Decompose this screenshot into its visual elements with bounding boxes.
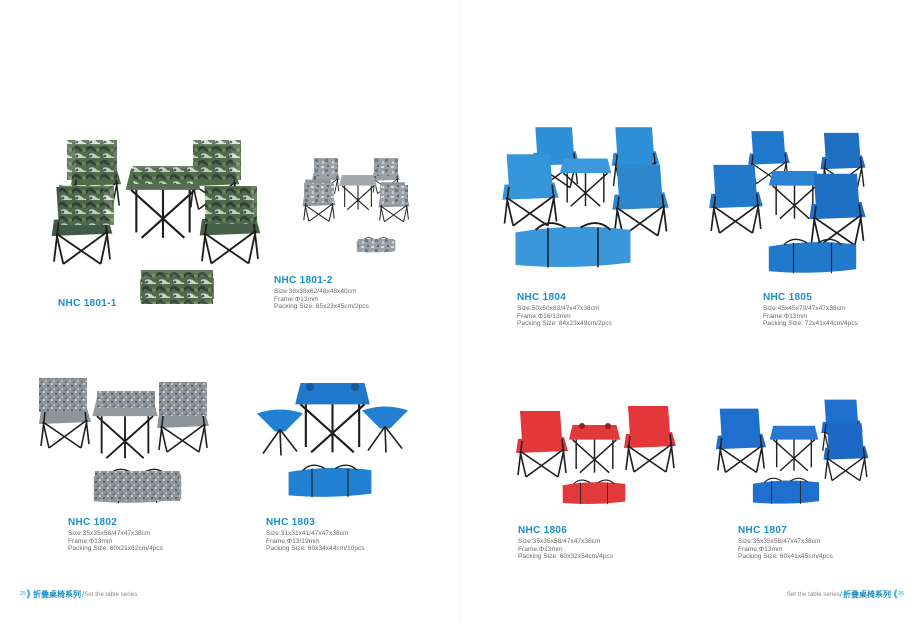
footer-right: Set the table series / 折叠桌椅系列 26 bbox=[787, 586, 908, 602]
spec-size: Size:31x31x41/47x47x38cm bbox=[266, 530, 349, 537]
spec-frame: Frame:Φ16/13mm bbox=[517, 312, 571, 320]
spec-frame: Frame:Φ13mm bbox=[738, 545, 783, 553]
spec-size: Size:35x35x58/47x47x38cm bbox=[738, 538, 821, 545]
spec-frame: Frame:Φ13mm bbox=[518, 545, 563, 553]
product-info-nhc-1802: NHC 1802 Size:35x35x58/47x47x38cm Frame:… bbox=[68, 517, 163, 553]
model-number: NHC 1801-2 bbox=[274, 275, 333, 286]
spec-packing: Packing Size: 60x21x62cm/4pcs bbox=[68, 545, 163, 553]
page-arc-icon bbox=[894, 587, 908, 601]
product-image-nhc-1807 bbox=[712, 395, 872, 510]
series-title-en: Set the table series bbox=[84, 590, 138, 598]
page-number-badge-left: 25 bbox=[16, 587, 30, 601]
page-number: 25 bbox=[19, 591, 27, 597]
product-info-nhc-1807: NHC 1807 Size:35x35x58/47x47x38cm Frame:… bbox=[738, 525, 833, 561]
model-number: NHC 1803 bbox=[266, 517, 316, 528]
spec-packing: Packing Size: 60x34x44cm/10pcs bbox=[266, 545, 365, 553]
model-number: NHC 1804 bbox=[517, 292, 567, 303]
page-number: 26 bbox=[897, 591, 905, 597]
spec-frame: Frame:Φ13/19mm bbox=[266, 537, 320, 545]
spec-size: Size:45x45x70/47x47x38cm bbox=[763, 305, 846, 312]
model-number: NHC 1806 bbox=[518, 525, 568, 536]
model-number: NHC 1807 bbox=[738, 525, 788, 536]
series-separator: / bbox=[839, 589, 842, 599]
product-image-nhc-1801-2 bbox=[300, 155, 415, 260]
product-info-nhc-1803: NHC 1803 Size:31x31x41/47x47x38cm Frame:… bbox=[266, 517, 365, 553]
spec-size: Size:35x35x58/47x47x38cm bbox=[518, 538, 601, 545]
product-info-nhc-1805: NHC 1805 Size:45x45x70/47x47x38cm Frame:… bbox=[763, 292, 858, 328]
product-image-nhc-1804 bbox=[498, 120, 678, 275]
product-info-nhc-1801-1: NHC 1801-1 bbox=[58, 298, 117, 311]
spec-frame: Frame:Φ13mm bbox=[68, 537, 113, 545]
model-number: NHC 1805 bbox=[763, 292, 813, 303]
product-image-nhc-1805 bbox=[705, 125, 875, 275]
spec-frame: Frame:Φ13mm bbox=[763, 312, 808, 320]
spec-packing: Packing Size: 72x41x44cm/4pcs bbox=[763, 320, 858, 328]
product-image-nhc-1803 bbox=[255, 375, 410, 500]
spec-packing: Packing Size: 60x41x45cm/4pcs bbox=[738, 553, 833, 561]
product-info-nhc-1804: NHC 1804 Size:50x50x80/47x47x38cm Frame:… bbox=[517, 292, 612, 328]
spec-size: Size:38x38x62/48x48x40cm bbox=[274, 288, 357, 295]
product-image-nhc-1801-1 bbox=[45, 130, 275, 310]
spec-packing: Packing Size: 60x32x54cm/4pcs bbox=[518, 553, 613, 561]
spec-packing: Packing Size: 65x23x45cm/2pcs bbox=[274, 303, 369, 311]
product-image-nhc-1806 bbox=[512, 395, 682, 510]
spec-size: Size:35x35x58/47x47x38cm bbox=[68, 530, 151, 537]
spec-packing: Packing Size: 84x23x49cm/2pcs bbox=[517, 320, 612, 328]
footer-left: 25 折叠桌椅系列 / Set the table series bbox=[16, 586, 137, 602]
model-number: NHC 1802 bbox=[68, 517, 118, 528]
page-number-badge-right: 26 bbox=[894, 587, 908, 601]
series-title-cn: 折叠桌椅系列 bbox=[843, 589, 891, 599]
product-image-nhc-1802 bbox=[35, 375, 225, 510]
product-info-nhc-1801-2: NHC 1801-2 Size:38x38x62/48x48x40cm Fram… bbox=[274, 275, 369, 311]
page-gutter bbox=[459, 0, 461, 623]
model-number: NHC 1801-1 bbox=[58, 298, 117, 309]
spec-size: Size:50x50x80/47x47x38cm bbox=[517, 305, 600, 312]
product-info-nhc-1806: NHC 1806 Size:35x35x58/47x47x38cm Frame:… bbox=[518, 525, 613, 561]
page-arc-icon bbox=[16, 587, 30, 601]
series-title-cn: 折叠桌椅系列 bbox=[33, 589, 81, 599]
series-separator: / bbox=[82, 589, 85, 599]
spec-frame: Frame:Φ13mm bbox=[274, 295, 319, 303]
series-title-en: Set the table series bbox=[786, 590, 840, 598]
